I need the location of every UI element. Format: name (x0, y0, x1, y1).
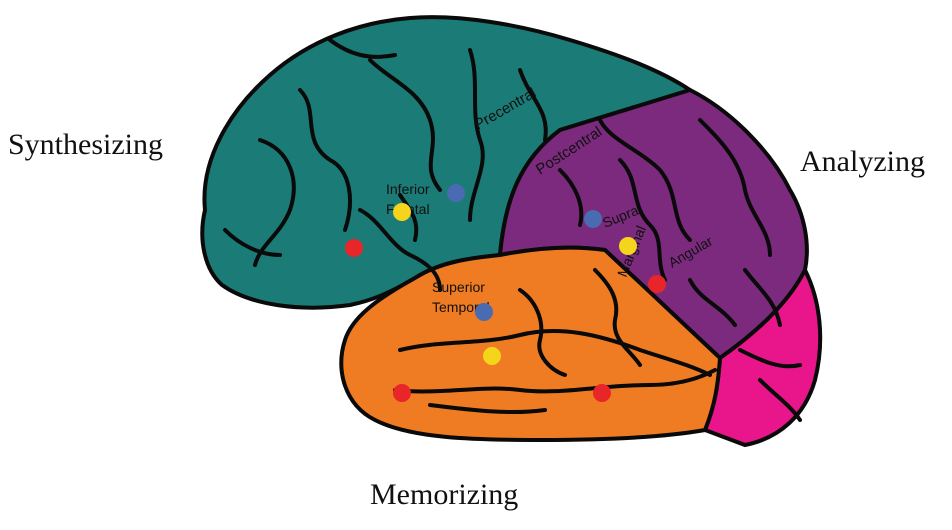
label-synthesizing: Synthesizing (8, 128, 163, 162)
blue-dot (475, 303, 493, 321)
red-dot (393, 384, 411, 402)
label-memorizing: Memorizing (370, 478, 518, 512)
label-superior: Superior (432, 279, 485, 295)
red-dot (648, 275, 666, 293)
red-dot (593, 384, 611, 402)
yellow-dot (483, 347, 501, 365)
yellow-dot (393, 203, 411, 221)
blue-dot (584, 210, 602, 228)
red-dot (345, 239, 363, 257)
yellow-dot (619, 237, 637, 255)
label-analyzing: Analyzing (800, 145, 925, 179)
label-inferior: Inferior (386, 181, 430, 197)
blue-dot (447, 184, 465, 202)
